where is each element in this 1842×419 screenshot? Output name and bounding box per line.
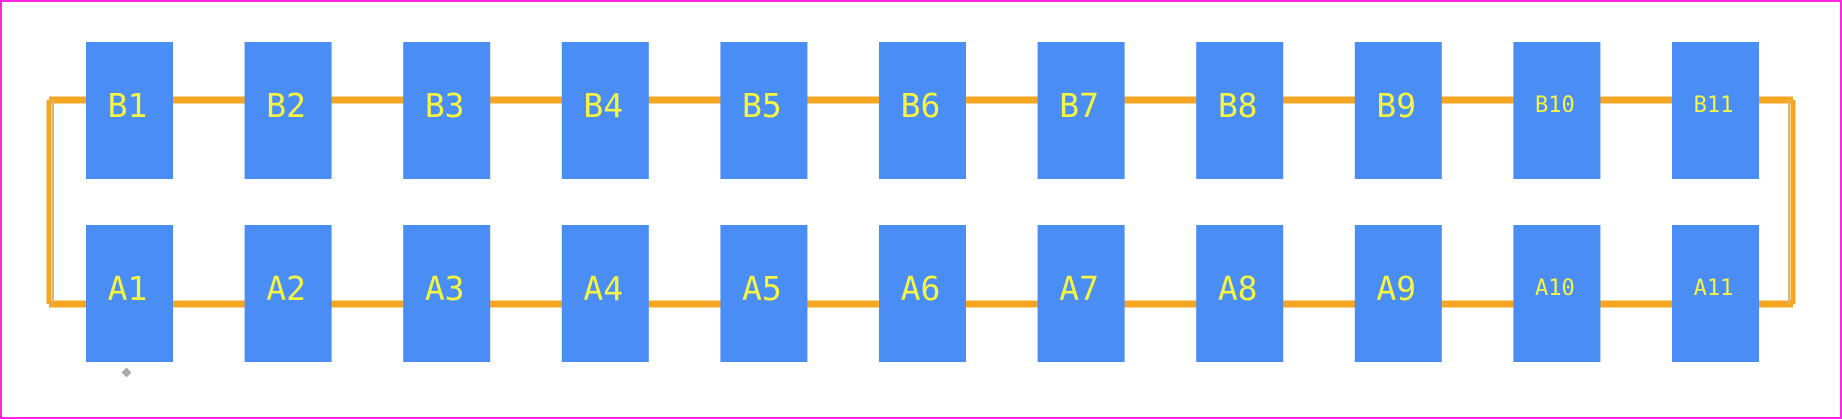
pad-rect [1513,225,1601,362]
pad-rect [1672,42,1759,179]
pad-b6: B6 [879,42,966,179]
pad-label: A5 [742,269,782,308]
pad-b3: B3 [403,42,491,179]
pad-b5: B5 [720,42,808,179]
pad-rect [561,225,649,362]
pad-label: A2 [266,269,306,308]
pad-label: A3 [425,269,465,308]
pad-label: B11 [1694,93,1734,118]
pad-rect [1354,225,1442,362]
pad-label: A11 [1694,276,1734,301]
pad-a3: A3 [403,225,491,362]
pad-b9: B9 [1354,42,1442,179]
pad-rect [1196,225,1284,362]
pad-rect [1354,42,1442,179]
pad-b1: B1 [86,42,173,179]
pad-label: B4 [583,86,623,125]
pad-rect [879,225,966,362]
pad-a5: A5 [720,225,808,362]
pad-label: A6 [901,269,941,308]
pad-rect [403,42,491,179]
pad-label: A4 [583,269,623,308]
pad-label: A8 [1218,269,1258,308]
pad-label: A10 [1535,276,1575,301]
pad-b11: B11 [1672,42,1759,179]
pin1-marker [121,367,132,378]
pad-rect [1196,42,1284,179]
pad-rect [244,225,332,362]
pad-rect [1037,225,1125,362]
pad-rect [86,42,173,179]
pad-a10: A10 [1513,225,1601,362]
pad-a2: A2 [244,225,332,362]
pad-a4: A4 [561,225,649,362]
pad-rect [561,42,649,179]
pad-rect [244,42,332,179]
pad-label: B7 [1059,86,1099,125]
pad-rect [403,225,491,362]
pad-label: B3 [425,86,465,125]
pad-label: B1 [108,86,148,125]
pad-a8: A8 [1196,225,1284,362]
pad-rect [1513,42,1601,179]
pad-rect [1672,225,1759,362]
pad-rect [879,42,966,179]
pad-b10: B10 [1513,42,1601,179]
pad-rect [720,42,808,179]
pad-label: B9 [1376,86,1416,125]
pad-b7: B7 [1037,42,1125,179]
pad-b2: B2 [244,42,332,179]
pad-rect [720,225,808,362]
pad-rect [86,225,173,362]
pad-label: B5 [742,86,782,125]
pad-rect [1037,42,1125,179]
pad-b4: B4 [561,42,649,179]
diamond-marker-icon [121,367,132,378]
pad-label: B2 [266,86,306,125]
pad-a9: A9 [1354,225,1442,362]
pad-a6: A6 [879,225,966,362]
pad-a1: A1 [86,225,173,362]
pad-a7: A7 [1037,225,1125,362]
pad-label: A1 [108,269,148,308]
pad-label: A9 [1376,269,1416,308]
pad-label: B6 [901,86,941,125]
pad-label: B10 [1535,93,1575,118]
pad-label: B8 [1218,86,1258,125]
pad-a11: A11 [1672,225,1759,362]
pad-b8: B8 [1196,42,1284,179]
pad-label: A7 [1059,269,1099,308]
